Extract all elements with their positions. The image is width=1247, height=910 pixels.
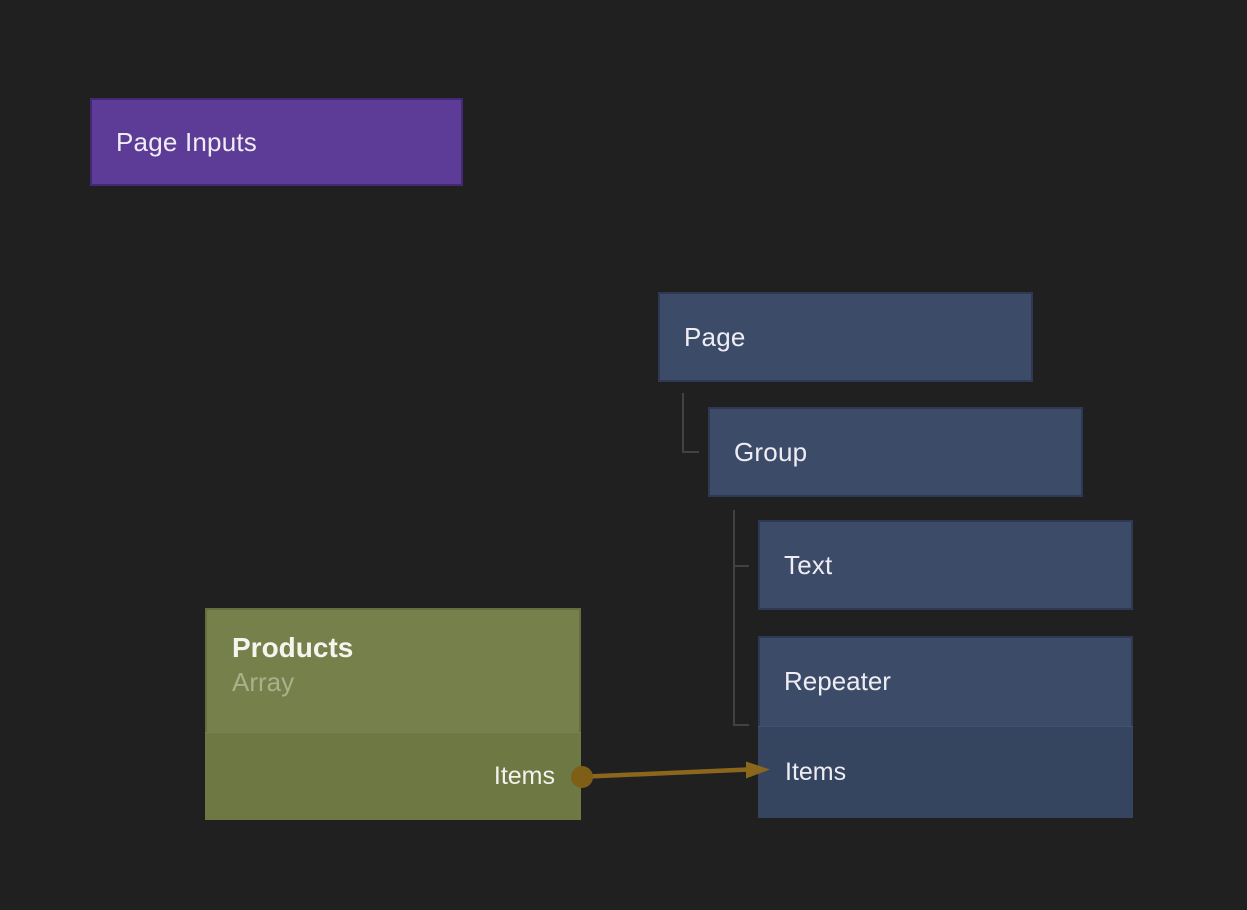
tree-connector-page-group [682, 393, 699, 453]
products-items-output-label: Items [493, 762, 555, 790]
wire-line [587, 767, 749, 779]
tree-node-repeater-label: Repeater [784, 665, 891, 696]
tree-node-page[interactable]: Page [658, 292, 1033, 382]
node-products-header: Products Array [205, 608, 581, 732]
tree-node-text-label: Text [784, 549, 833, 580]
tree-node-group[interactable]: Group [708, 407, 1083, 497]
tree-node-text[interactable]: Text [758, 520, 1133, 610]
node-products[interactable]: Products Array Items [205, 608, 581, 820]
node-page-inputs-label: Page Inputs [116, 126, 257, 157]
products-items-output-port[interactable]: Items [205, 732, 581, 820]
node-page-inputs[interactable]: Page Inputs [90, 98, 463, 186]
node-products-title: Products [232, 632, 354, 663]
repeater-items-input-port[interactable]: Items [758, 726, 1133, 818]
node-products-type-label: Array [232, 667, 295, 698]
tree-node-page-label: Page [684, 321, 746, 352]
tree-node-group-label: Group [734, 436, 808, 467]
repeater-items-input-label: Items [785, 758, 847, 786]
tree-connector-group-children [733, 510, 749, 726]
tree-node-repeater[interactable]: Repeater Items [758, 636, 1133, 818]
wire-products-items-to-repeater-items[interactable] [571, 761, 770, 789]
